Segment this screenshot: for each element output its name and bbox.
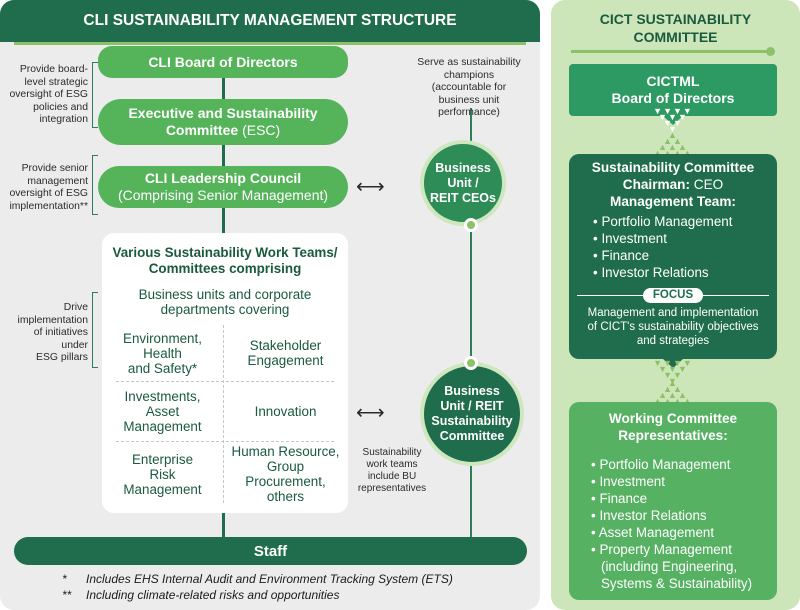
business-unit-reit-ceos: Business Unit / REIT CEOs — [420, 140, 506, 226]
committee-up-dots-icon: ▲ ▲▲ ▲▲▲ ▲▲▲▲ — [653, 130, 693, 158]
workteams-to-committee-arrow: ⟷ — [356, 402, 385, 424]
focus-label-wrap: FOCUS — [569, 288, 777, 303]
list-item: • Finance — [591, 491, 648, 506]
connector-dot-committee — [464, 356, 478, 370]
board-pointer-triangle — [663, 116, 683, 125]
working-committee-box: Working Committee Representatives: • Por… — [569, 402, 777, 600]
list-item-continuation: (including Engineering, — [601, 559, 738, 574]
board-note-bracket — [92, 62, 98, 128]
cli-board-label: CLI Board of Directors — [148, 53, 298, 70]
list-item: • Investor Relations — [591, 508, 707, 523]
council-oversight-note: Provide senior management oversight of E… — [9, 163, 88, 212]
cli-structure-header: CLI SUSTAINABILITY MANAGEMENT STRUCTURE — [0, 0, 540, 42]
committee-down-dots-icon: ▼▼▼▼ ▼▼▼ ▼▼ ▼ — [653, 358, 693, 386]
footnote-1-text: Includes EHS Internal Audit and Environm… — [86, 572, 453, 586]
esc-line1: Executive and Sustainability — [128, 105, 318, 121]
working-committee-list: • Portfolio Management • Investment • Fi… — [591, 456, 752, 592]
business-unit-connector-line — [470, 108, 472, 538]
council-to-ceo-arrow: ⟷ — [356, 176, 385, 198]
work-teams-title: Various Sustainability Work Teams/ Commi… — [112, 245, 338, 276]
footnote-1-mark: * — [62, 572, 67, 586]
list-item: • Finance — [593, 248, 650, 263]
working-committee-title: Working Committee Representatives: — [608, 411, 738, 443]
cictml-board-of-directors: CICTML Board of Directors — [569, 64, 777, 116]
cell-stakeholder-engagement: Stakeholder Engagement — [247, 338, 324, 368]
list-item: • Portfolio Management — [593, 214, 733, 229]
cell-divider-row2 — [116, 441, 334, 442]
work-teams-subtitle: Business units and corporate departments… — [138, 287, 312, 317]
committee-member-list: • Portfolio Management • Investment • Fi… — [593, 213, 732, 281]
list-item: • Property Management — [591, 542, 732, 557]
working-up-dots-icon: ▲ ▲▲ ▲▲▲ ▲▲▲▲ — [653, 378, 693, 406]
committee-pointer-triangle — [663, 359, 683, 368]
executive-sustainability-committee: Executive and Sustainability Committee (… — [98, 99, 348, 145]
cell-investments-asset-management: Investments, Asset Management — [123, 388, 202, 434]
council-line2: (Comprising Senior Management) — [117, 187, 329, 203]
council-note-bracket — [92, 155, 98, 215]
right-title-underline-dot — [766, 47, 775, 56]
committee-management-team-label: Management Team: — [610, 194, 736, 209]
right-title-underline — [571, 50, 770, 53]
committee-title: Sustainability Committee — [591, 160, 755, 175]
committee-chairman: Chairman: CEO — [622, 177, 724, 192]
header-underline — [14, 42, 526, 45]
champions-note: Serve as sustainability champions (accou… — [417, 57, 521, 118]
cell-enterprise-risk-management: Enterprise Risk Management — [123, 451, 202, 497]
staff-bar: Staff — [14, 537, 527, 565]
board-down-dots-icon: ▼▼▼▼ ▼▼▼ ▼▼ ▼ — [653, 106, 693, 134]
council-line1: CLI Leadership Council — [144, 170, 302, 186]
business-unit-reit-sustainability-committee: Business Unit / REIT Sustainability Comm… — [420, 362, 524, 466]
drive-implementation-note: Drive implementation of initiatives unde… — [17, 302, 88, 363]
drive-note-bracket — [92, 292, 98, 368]
list-item: • Investor Relations — [593, 265, 709, 280]
bu-representatives-note: Sustainability work teams include BU rep… — [357, 447, 427, 494]
focus-description: Management and implementation of CICT's … — [587, 307, 759, 347]
focus-label: FOCUS — [642, 288, 704, 303]
cli-board-of-directors: CLI Board of Directors — [98, 46, 348, 78]
cli-leadership-council: CLI Leadership Council (Comprising Senio… — [98, 166, 348, 208]
cell-human-resource-procurement: Human Resource, Group Procurement, other… — [231, 444, 340, 504]
list-item: • Asset Management — [591, 525, 715, 540]
list-item-continuation: Systems & Sustainability) — [601, 576, 753, 591]
cell-environment-health-safety: Environment, Health and Safety* — [123, 330, 202, 376]
cell-innovation: Innovation — [254, 403, 317, 419]
cict-committee-title: CICT SUSTAINABILITY COMMITTEE — [599, 11, 752, 45]
list-item: • Investment — [593, 231, 667, 246]
connector-dot-ceo — [464, 218, 478, 232]
board-oversight-note: Provide board- level strategic oversight… — [9, 64, 88, 125]
footnote-2-text: Including climate-related risks and oppo… — [86, 588, 340, 602]
sustainability-work-teams-box: Various Sustainability Work Teams/ Commi… — [102, 233, 348, 513]
footnote-2-mark: ** — [62, 588, 72, 602]
list-item: • Portfolio Management — [591, 457, 731, 472]
sustainability-committee-box: Sustainability Committee Chairman: CEO M… — [569, 154, 777, 359]
list-item: • Investment — [591, 474, 665, 489]
esc-line2: Committee (ESC) — [165, 122, 281, 138]
cell-divider-row1 — [116, 381, 334, 382]
cell-divider-vertical — [223, 325, 224, 503]
